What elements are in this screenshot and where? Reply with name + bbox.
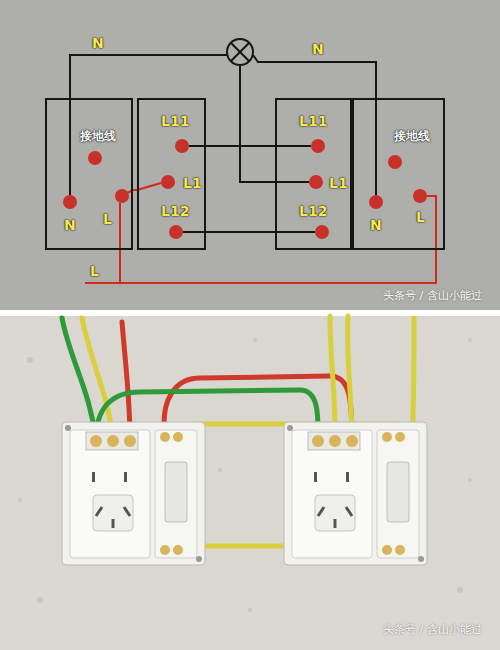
socket-box: 接地线 N L xyxy=(45,98,133,250)
watermark: 头条号 / 含山小能过 xyxy=(383,290,482,302)
terminal-label: L12 xyxy=(161,204,189,219)
terminal-label: L xyxy=(416,210,425,225)
wire-label: N xyxy=(312,42,324,57)
paper-ground xyxy=(0,0,500,310)
wire-connector xyxy=(206,145,275,147)
terminal-dot xyxy=(63,139,427,239)
terminal-label: N xyxy=(64,218,76,233)
socket-switch-plate xyxy=(284,422,427,565)
terminal-label: L11 xyxy=(161,114,189,129)
ground-label: 接地线 xyxy=(394,130,430,143)
wire-connector xyxy=(206,231,275,233)
watermark: 头条号 / 含山小能过 xyxy=(383,624,482,636)
switch-box: L11L1L12 xyxy=(137,98,206,250)
terminal-label: L12 xyxy=(299,204,327,219)
switch-box: L11L1L12 xyxy=(275,98,352,250)
socket-switch-plate xyxy=(62,422,205,565)
terminal-label: N xyxy=(370,218,382,233)
wall-ground xyxy=(0,316,500,650)
neutral-wire xyxy=(70,55,376,232)
lamp-symbol xyxy=(227,39,253,65)
wire-label: L xyxy=(90,264,99,279)
wire-connector xyxy=(120,250,436,283)
terminal-label: L11 xyxy=(299,114,327,129)
terminal-label: L1 xyxy=(329,176,348,191)
terminal-label: L1 xyxy=(183,176,202,191)
wire-label: N xyxy=(92,36,104,51)
terminal-label: L xyxy=(103,212,112,227)
ground-label: 接地线 xyxy=(80,130,116,143)
socket-box: 接地线 N L xyxy=(352,98,445,250)
